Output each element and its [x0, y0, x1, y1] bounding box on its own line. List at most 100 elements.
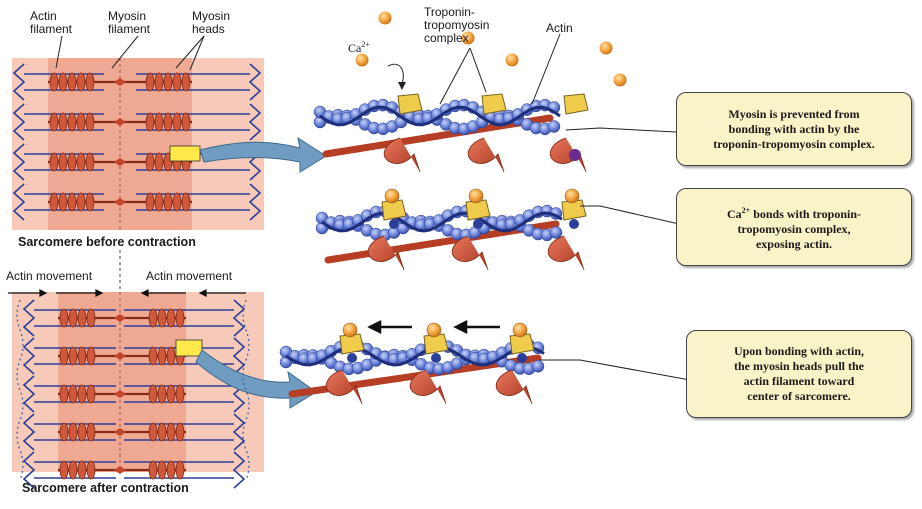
myosin-head — [495, 369, 533, 405]
myosin-head — [77, 384, 87, 404]
myosin-head — [59, 460, 69, 480]
myosin-head — [76, 152, 86, 172]
myosin-head — [58, 112, 68, 132]
actin-movement-arrows — [8, 289, 246, 297]
highlight-box-after — [175, 339, 203, 357]
myosin-head — [77, 308, 87, 328]
myosin-head — [451, 235, 489, 271]
calcium-ion — [512, 322, 528, 338]
callout-calcium-bonds: Ca2+ bonds with troponin- tropomyosin co… — [676, 188, 912, 266]
myosin-head — [175, 422, 185, 442]
myosin-thick-filament — [322, 114, 554, 158]
myosin-head — [145, 112, 155, 132]
myosin-head — [86, 308, 96, 328]
myosin-head — [86, 384, 96, 404]
myosin-head — [367, 235, 405, 271]
myosin-head — [166, 384, 176, 404]
myosin-head — [59, 422, 69, 442]
myosin-head — [166, 308, 176, 328]
myosin-head — [68, 422, 78, 442]
label-actin-movement-left: Actin movement — [6, 269, 93, 283]
myosin-head — [59, 346, 69, 366]
myosin-head — [154, 72, 164, 92]
myosin-head — [409, 369, 447, 405]
caption-sarcomere-before: Sarcomere before contraction — [18, 235, 196, 249]
myosin-head — [148, 346, 158, 366]
myosin-head — [163, 72, 173, 92]
myosin-head — [181, 72, 191, 92]
tropomyosin-strand — [319, 105, 561, 127]
myosin-head — [85, 112, 95, 132]
myosin-head — [59, 384, 69, 404]
myosin-head — [86, 422, 96, 442]
myosin-head — [145, 192, 155, 212]
myosin-head — [77, 346, 87, 366]
sarcomere-after — [12, 292, 264, 489]
myosin-head — [68, 346, 78, 366]
myosin-head — [148, 460, 158, 480]
myosin-head — [58, 152, 68, 172]
myosin-head — [148, 308, 158, 328]
myosin-head — [49, 152, 59, 172]
myosin-head — [58, 72, 68, 92]
calcium-ion — [564, 188, 580, 204]
myosin-head — [154, 112, 164, 132]
molecular-panel-blocked — [313, 93, 589, 173]
myosin-head — [175, 384, 185, 404]
myosin-head — [166, 346, 176, 366]
zoom-arrow-after — [195, 349, 317, 409]
myosin-head — [172, 72, 182, 92]
myosin-head — [148, 384, 158, 404]
myosin-head — [49, 112, 59, 132]
myosin-head — [154, 152, 164, 172]
calcium-ion — [342, 322, 358, 338]
myosin-head — [181, 112, 191, 132]
sarcomere-before — [12, 58, 264, 230]
molecular-panel-power-stroke — [279, 322, 545, 405]
calcium-ions — [355, 11, 627, 161]
pull-arrows — [367, 319, 500, 335]
myosin-head — [85, 152, 95, 172]
myosin-head — [86, 460, 96, 480]
myosin-head — [68, 460, 78, 480]
myosin-head — [157, 460, 167, 480]
calcium-ion — [384, 188, 400, 204]
myosin-head — [77, 422, 87, 442]
myosin-head — [67, 112, 77, 132]
myosin-head — [175, 308, 185, 328]
label-calcium: Ca2+ — [348, 40, 370, 55]
calcium-ion — [468, 188, 484, 204]
myosin-head — [154, 192, 164, 212]
myosin-head — [76, 192, 86, 212]
myosin-head — [86, 346, 96, 366]
myosin-head — [547, 235, 585, 271]
myosin-head — [157, 422, 167, 442]
myosin-head — [157, 308, 167, 328]
myosin-head — [67, 192, 77, 212]
myosin-head — [145, 72, 155, 92]
caption-sarcomere-after: Sarcomere after contraction — [22, 481, 189, 495]
myosin-head — [49, 72, 59, 92]
myosin-head — [181, 192, 191, 212]
myosin-head — [68, 384, 78, 404]
myosin-head — [166, 460, 176, 480]
myosin-head — [77, 460, 87, 480]
myosin-head — [59, 308, 69, 328]
myosin-head — [467, 137, 505, 173]
tropomyosin-strand — [321, 211, 563, 233]
highlight-box-before — [169, 145, 201, 162]
myosin-head — [67, 152, 77, 172]
myosin-head — [68, 308, 78, 328]
troponin-complex — [397, 93, 423, 115]
myosin-head — [163, 112, 173, 132]
myosin-head — [166, 422, 176, 442]
myosin-head — [157, 384, 167, 404]
myosin-head — [148, 422, 158, 442]
molecular-panel-calcium-bound — [315, 188, 587, 271]
myosin-head — [76, 72, 86, 92]
calcium-ion — [426, 322, 442, 338]
myosin-head — [85, 192, 95, 212]
